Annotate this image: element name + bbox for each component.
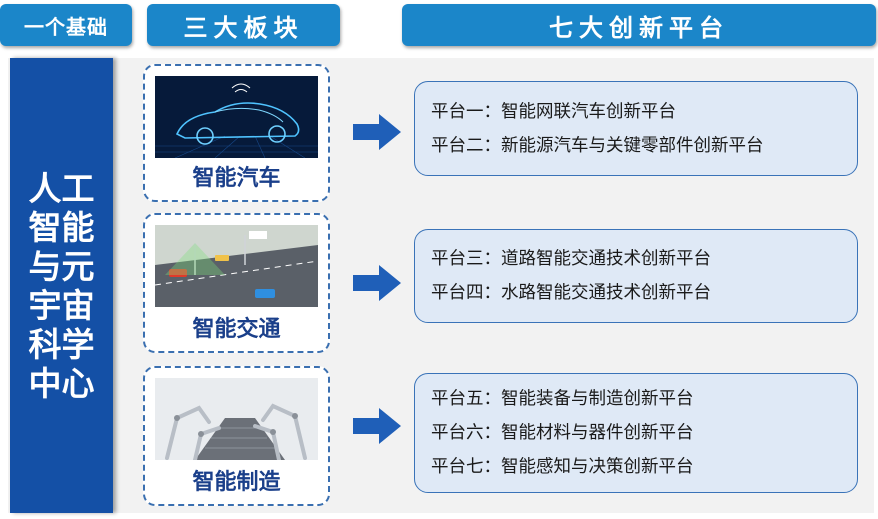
platform-item: 平台四：水路智能交通技术创新平台 (431, 283, 711, 303)
platform-group-manufacturing: 平台五：智能装备与制造创新平台 平台六：智能材料与器件创新平台 平台七：智能感知… (414, 373, 858, 493)
smart-car-image (155, 76, 318, 158)
platform-item: 平台二：新能源汽车与关键零部件创新平台 (431, 135, 764, 156)
platform-group-car: 平台一：智能网联汽车创新平台 平台二：新能源汽车与关键零部件创新平台 (414, 81, 858, 176)
right-arrow-icon (353, 265, 401, 301)
sector-smart-car: 智能汽车 (143, 64, 330, 202)
sector-label: 智能交通 (192, 317, 281, 342)
header-foundation: 一个基础 (0, 4, 132, 46)
sector-smart-traffic: 智能交通 (143, 213, 330, 353)
right-arrow-icon (353, 114, 401, 150)
platform-item: 平台五：智能装备与制造创新平台 (431, 389, 694, 409)
center-bar: 人工智能与元宇宙科学中心 (10, 58, 113, 513)
platform-item: 平台一：智能网联汽车创新平台 (431, 101, 676, 122)
sector-smart-manufacturing: 智能制造 (143, 366, 330, 506)
platform-group-traffic: 平台三：道路智能交通技术创新平台 平台四：水路智能交通技术创新平台 (414, 229, 858, 323)
platform-item: 平台三：道路智能交通技术创新平台 (431, 249, 711, 269)
header-platforms: 七大创新平台 (402, 4, 876, 46)
platform-item: 平台六：智能材料与器件创新平台 (431, 423, 694, 443)
smart-traffic-image (155, 225, 318, 307)
header-sectors: 三大板块 (147, 4, 340, 46)
sector-label: 智能汽车 (192, 166, 281, 191)
center-title: 人工智能与元宇宙科学中心 (28, 168, 95, 403)
sector-label: 智能制造 (192, 470, 281, 495)
right-arrow-icon (353, 408, 401, 444)
smart-manufacturing-image (155, 378, 318, 460)
platform-item: 平台七：智能感知与决策创新平台 (431, 457, 694, 477)
